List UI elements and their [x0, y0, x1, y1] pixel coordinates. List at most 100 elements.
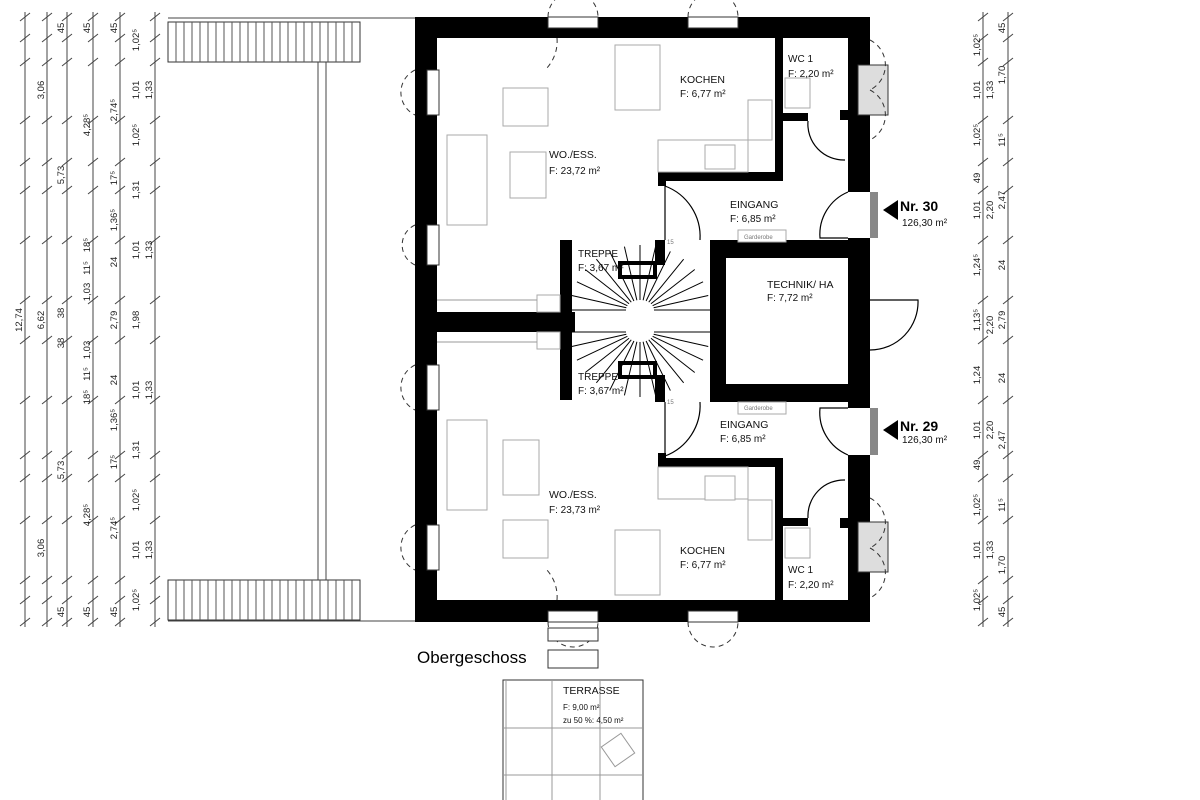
terrace-area: F: 9,00 m²: [563, 703, 600, 712]
dimension-tick: [149, 185, 161, 195]
garderobe-label: Garderobe: [744, 406, 773, 412]
dimension-label: 45: [997, 23, 1008, 34]
dimension-label: 1,02⁵: [972, 124, 983, 146]
dimension-tick: [1002, 12, 1014, 22]
dimension-label: 1,01: [131, 381, 142, 400]
dimension-label: 12,74: [14, 308, 25, 332]
stair-tread: [642, 246, 657, 301]
dimension-tick: [19, 595, 31, 605]
dimension-tick: [149, 115, 161, 125]
unit-number: Nr. 29: [900, 418, 938, 434]
dimension-tick: [87, 295, 99, 305]
dimension-tick: [41, 57, 53, 67]
dimension-tick: [977, 617, 989, 627]
dimension-label: 45: [997, 607, 1008, 618]
stair-tread: [623, 246, 638, 301]
stair-tread: [645, 340, 671, 391]
dimension-tick: [977, 235, 989, 245]
dimension-tick: [149, 617, 161, 627]
dimension-tick: [41, 335, 53, 345]
dimension-tick: [87, 450, 99, 460]
dimension-tick: [87, 12, 99, 22]
dimension-label: 1,70: [997, 556, 1008, 575]
stair-tread: [576, 335, 628, 361]
stair-tread: [595, 258, 632, 303]
room-name-technik: TECHNIK/ HA: [767, 279, 834, 291]
dimension-label: 3,06: [36, 81, 47, 100]
dimension-label: 24: [997, 373, 1008, 384]
dimension-label: 1,01: [131, 541, 142, 560]
dimension-tick: [87, 57, 99, 67]
dimension-tick: [19, 33, 31, 43]
dimension-tick: [1002, 617, 1014, 627]
dimension-tick: [114, 335, 126, 345]
dimension-label: 2,74⁵: [109, 99, 120, 121]
dimension-tick: [41, 185, 53, 195]
dimension-tick: [61, 235, 73, 245]
dimension-tick: [19, 515, 31, 525]
dimension-tick: [41, 473, 53, 483]
dimension-tick: [114, 115, 126, 125]
dimension-label: 18⁵: [82, 238, 93, 253]
dimension-tick: [114, 395, 126, 405]
dimension-tick: [19, 12, 31, 22]
dimension-label: 1,33: [985, 81, 996, 100]
dimension-tick: [19, 57, 31, 67]
dimension-label: 1,33: [985, 541, 996, 560]
dimension-tick: [87, 515, 99, 525]
terrace-name: TERRASSE: [563, 685, 620, 697]
dimension-label: 1,31: [131, 441, 142, 460]
dimension-label: 4,28⁵: [82, 114, 93, 136]
dimension-label: 1,36⁵: [109, 209, 120, 231]
dimension-tick: [61, 450, 73, 460]
dimension-tick: [61, 185, 73, 195]
dimension-label: 11⁵: [82, 367, 93, 381]
dimension-label: 1,01: [131, 241, 142, 260]
dimension-label: 1,03: [82, 341, 93, 360]
dimension-tick: [114, 295, 126, 305]
dimension-tick: [61, 473, 73, 483]
dimension-tick: [87, 157, 99, 167]
dimension-tick: [19, 335, 31, 345]
room-area-wc: F: 2,20 m²: [788, 69, 834, 80]
dimension-label: 1,01: [972, 541, 983, 560]
dimension-tick: [61, 617, 73, 627]
stair-tread: [650, 269, 696, 305]
dimension-tick: [114, 12, 126, 22]
dimension-tick: [19, 185, 31, 195]
dimension-label: 17⁵: [109, 455, 120, 470]
dimension-tick: [977, 515, 989, 525]
stair-steps: 15: [667, 400, 674, 406]
dimension-label: 1,02⁵: [972, 589, 983, 611]
room-name-eingang: EINGANG: [730, 199, 778, 211]
stair-tread: [645, 251, 671, 302]
dimension-tick: [87, 115, 99, 125]
room-name-eingang: EINGANG: [720, 419, 768, 431]
dimension-label: 45: [109, 607, 120, 618]
dimension-tick: [87, 335, 99, 345]
dimension-tick: [41, 12, 53, 22]
dimension-tick: [114, 595, 126, 605]
dimension-label: 45: [82, 607, 93, 618]
dimension-tick: [61, 115, 73, 125]
stair-tread: [584, 269, 630, 305]
room-name-kochen: KOCHEN: [680, 545, 725, 557]
dimension-label: 45: [82, 23, 93, 34]
dimension-label: 1,01: [972, 201, 983, 220]
dimension-tick: [41, 157, 53, 167]
dimension-label: 11⁵: [997, 133, 1008, 147]
stair-tread: [652, 335, 704, 361]
dimension-label: 1,24: [972, 366, 983, 385]
stair-tread: [609, 251, 635, 302]
entrance-arrow-icon: [883, 200, 898, 220]
stair-tread: [652, 281, 704, 307]
dimension-label: 1,02⁵: [131, 489, 142, 511]
dimension-label: 1,02⁵: [131, 124, 142, 146]
dimension-tick: [149, 335, 161, 345]
dimension-tick: [977, 185, 989, 195]
dimension-tick: [114, 575, 126, 585]
dimension-tick: [19, 157, 31, 167]
dimension-label: 1,03: [82, 283, 93, 302]
room-name-treppe: TREPPE: [578, 249, 618, 260]
